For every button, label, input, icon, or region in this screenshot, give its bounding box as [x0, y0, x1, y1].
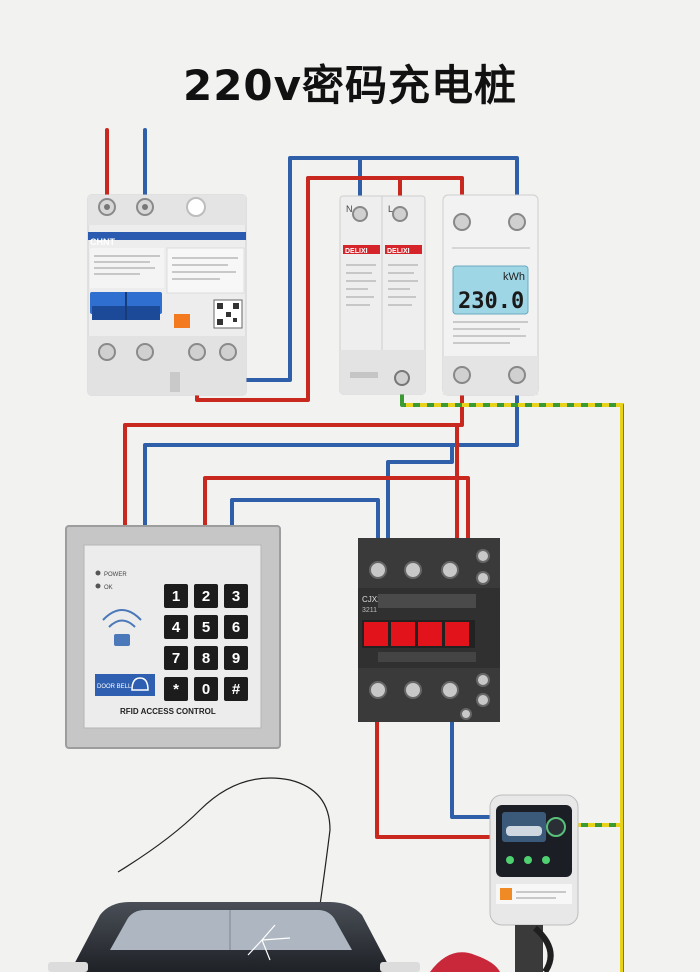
- keypad-to-contactor-live-wire: [203, 476, 470, 547]
- keypad-key[interactable]: 5: [194, 615, 218, 639]
- spd-terminal-n: N: [346, 204, 353, 214]
- keypad-key-label: 1: [172, 588, 180, 605]
- rfid-keypad: POWER OK 1 2 3 4 5 6 7 8 9 * 0 # DOOR BELL RFID ACC…: [65, 525, 281, 749]
- keypad-key-label: 0: [202, 681, 210, 698]
- ac-contactor: CJX2 3211: [358, 538, 500, 722]
- spd-brand-left: DELIXI: [345, 248, 368, 255]
- keypad-key[interactable]: 6: [224, 615, 248, 639]
- keypad-key[interactable]: 0: [194, 677, 218, 701]
- keypad-key[interactable]: 8: [194, 646, 218, 670]
- keypad-key[interactable]: 4: [164, 615, 188, 639]
- meter-to-keypad-neutral-wire: [143, 373, 519, 529]
- page-title: 220v密码充电桩: [182, 61, 518, 110]
- keypad-key[interactable]: 9: [224, 646, 248, 670]
- keypad-key-label: 7: [172, 650, 180, 667]
- keypad-key-label: 6: [232, 619, 240, 636]
- keypad-key-label: 4: [172, 619, 181, 636]
- door-bell-label: DOOR BELL: [97, 684, 132, 690]
- keypad-caption: RFID ACCESS CONTROL: [120, 707, 216, 716]
- contactor-model-sub: 3211: [362, 607, 377, 614]
- keypad-key[interactable]: 2: [194, 584, 218, 608]
- keypad-key-label: 2: [202, 588, 210, 605]
- keypad-key[interactable]: *: [164, 677, 188, 701]
- keypad-key-label: #: [232, 681, 241, 698]
- keypad-led-ok-label: OK: [104, 585, 113, 591]
- keypad-keys: 1 2 3 4 5 6 7 8 9 * 0 #: [164, 584, 248, 701]
- rfid-wave-icon: [102, 609, 142, 628]
- spd-terminal-l: L: [388, 204, 393, 214]
- ev-charger: [489, 794, 579, 972]
- meter-reading: 230.0: [458, 289, 524, 314]
- breaker-brand: CHNT: [90, 237, 115, 247]
- car: [48, 777, 500, 972]
- keypad-key[interactable]: 3: [224, 584, 248, 608]
- keypad-key-label: 5: [202, 619, 210, 636]
- keypad-to-contactor-neutral-wire: [230, 498, 380, 570]
- contactor-model: CJX2: [362, 595, 382, 604]
- meter-unit: kWh: [503, 271, 525, 283]
- meter-to-keypad-live-wire: [123, 373, 464, 529]
- keypad-key[interactable]: 1: [164, 584, 188, 608]
- residual-current-breaker: CHNT: [87, 194, 247, 396]
- contactor-to-charger-neutral-wire: [450, 688, 495, 819]
- surge-protector: N L DELIXI DELIXI: [339, 195, 426, 395]
- keypad-led-power-label: POWER: [104, 572, 127, 578]
- meter-to-contactor-neutral-wire: [386, 443, 454, 570]
- keypad-key[interactable]: #: [224, 677, 248, 701]
- charging-cable: [117, 777, 331, 906]
- bell-icon: [131, 677, 149, 691]
- energy-meter: kWh 230.0: [442, 194, 539, 396]
- keypad-key-label: *: [173, 681, 179, 698]
- keypad-key[interactable]: 7: [164, 646, 188, 670]
- contactor-to-charger-live-wire: [375, 688, 495, 839]
- keypad-key-label: 9: [232, 650, 240, 667]
- spd-brand-right: DELIXI: [387, 248, 410, 255]
- keypad-key-label: 8: [202, 650, 210, 667]
- keypad-key-label: 3: [232, 588, 240, 605]
